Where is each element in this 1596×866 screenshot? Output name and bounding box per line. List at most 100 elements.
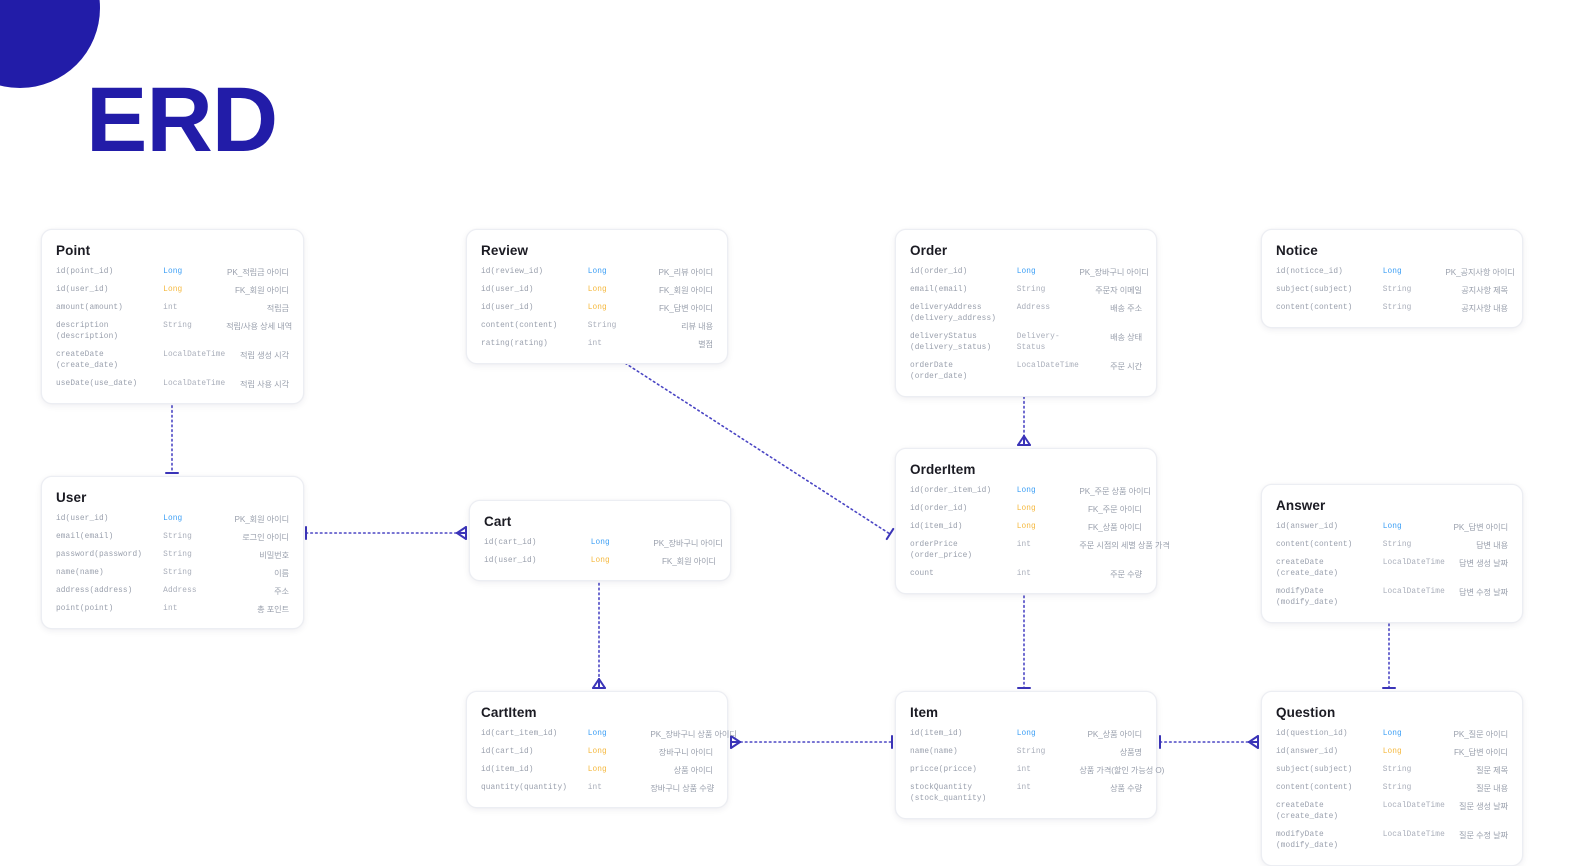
field-description: 배송 상태 (1110, 333, 1142, 342)
field-description: FK_회원 아이디 (658, 286, 713, 295)
field-description: 답변 내용 (1476, 541, 1508, 550)
field-description: 배송 주소 (1110, 304, 1142, 313)
relationship-review-orderitem-end-one-bar (885, 527, 895, 541)
field-type: String (587, 322, 617, 330)
field-type: String (163, 322, 192, 330)
field-name: stockQuantity (stock_quantity) (910, 784, 987, 803)
field-description: FK_답변 아이디 (1453, 748, 1508, 757)
field-description: 장바구니 상품 수량 (650, 784, 715, 793)
entity-title: User (56, 490, 87, 505)
field-name: id(answer_id) (1276, 523, 1339, 531)
field-name: id(review_id) (481, 268, 544, 276)
field-description: 상품 가격(할인 가능성 O) (1079, 766, 1165, 775)
field-type: Long (587, 730, 607, 738)
field-type: Long (1382, 730, 1402, 738)
field-name: id(item_id) (481, 766, 534, 774)
field-description: 상품명 (1119, 748, 1142, 757)
field-name: modifyDate (modify_date) (1276, 831, 1339, 850)
relationship-order-orderitem-end-many-prong-1 (1023, 435, 1031, 446)
field-type: LocalDateTime (1382, 802, 1445, 810)
decorative-circle (0, 0, 100, 88)
field-type: int (587, 340, 603, 348)
field-type: Long (1016, 487, 1036, 495)
field-type: Long (163, 268, 183, 276)
relationship-order-orderitem-end-many-prong-2 (1017, 435, 1025, 446)
field-name: createDate (create_date) (56, 351, 119, 370)
field-name: password(password) (56, 551, 143, 559)
field-description: 상품 수량 (1110, 784, 1142, 793)
field-description: 질문 제목 (1476, 766, 1508, 775)
field-type: Long (1382, 523, 1402, 531)
field-name: name(name) (56, 569, 104, 577)
field-name: id(cart_item_id) (481, 730, 558, 738)
field-name: id(item_id) (910, 730, 963, 738)
field-type: int (1016, 541, 1032, 549)
field-description: 질문 생성 날짜 (1459, 802, 1508, 811)
field-description: 답변 생성 날짜 (1459, 559, 1508, 568)
field-name: id(order_item_id) (910, 487, 992, 495)
field-description: 별점 (698, 340, 713, 349)
entity-title: Review (481, 243, 529, 258)
field-type: String (163, 533, 192, 541)
field-type: String (163, 551, 192, 559)
field-type: int (163, 304, 178, 312)
entity-field-row: deliveryStatus (delivery_status)Delivery… (910, 332, 1142, 354)
field-name: id(user_id) (484, 557, 537, 565)
entity-title: Answer (1276, 498, 1326, 513)
field-name: rating(rating) (481, 340, 548, 348)
relationship-cart-cartitem (592, 568, 606, 689)
field-description: 적립금 (266, 304, 289, 313)
field-type: Long (587, 304, 607, 312)
field-type: String (1016, 748, 1046, 756)
field-type: Long (590, 539, 610, 547)
page-title: ERD (86, 69, 278, 171)
field-description: 리뷰 내용 (681, 322, 713, 331)
field-name: count (910, 570, 934, 578)
field-description: 적립/사용 상세 내역 (226, 322, 293, 331)
field-description: 질문 수정 날짜 (1459, 831, 1508, 840)
field-type: int (1016, 784, 1032, 792)
field-type: LocalDateTime (163, 380, 226, 388)
field-type: Long (587, 748, 607, 756)
field-name: useDate(use_date) (56, 380, 138, 388)
entity-title: Question (1276, 705, 1336, 720)
field-description: 로그인 아이디 (242, 533, 289, 542)
field-description: PK_적립금 아이디 (227, 268, 289, 277)
field-description: 총 포인트 (257, 605, 289, 614)
field-name: address(address) (56, 587, 133, 595)
entity-title: Order (910, 243, 948, 258)
field-description: FK_회원 아이디 (234, 286, 289, 295)
field-description: 답변 수정 날짜 (1459, 588, 1508, 597)
field-name: createDate (create_date) (1276, 559, 1339, 578)
field-name: subject(subject) (1276, 766, 1353, 774)
entity-title: Cart (484, 514, 512, 529)
